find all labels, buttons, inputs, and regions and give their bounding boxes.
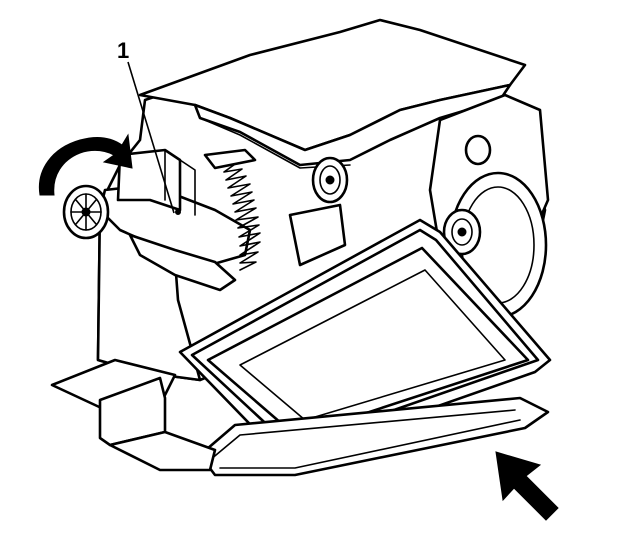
callout-leader-line bbox=[127, 61, 175, 214]
right-wheel-hub bbox=[442, 208, 482, 256]
rear-roller bbox=[464, 134, 492, 166]
actuator-arm bbox=[128, 233, 237, 292]
rotation-arrow-icon bbox=[38, 133, 133, 196]
filter-housing-bottom-lip bbox=[198, 396, 550, 477]
middle-link bbox=[288, 203, 347, 267]
filter-housing-lip-inner bbox=[209, 409, 521, 469]
center-pivot bbox=[311, 156, 349, 204]
actuator-bracket-face bbox=[164, 149, 196, 216]
mounting-bracket-foot bbox=[108, 430, 217, 472]
filter-door-panel bbox=[239, 269, 506, 421]
direction-arrow-icon bbox=[495, 451, 559, 521]
actuator-pin bbox=[175, 209, 181, 215]
left-roller bbox=[62, 184, 110, 240]
callout-label-1: 1 bbox=[117, 38, 129, 63]
spring-hook-bracket bbox=[203, 148, 257, 170]
actuator-door-plate bbox=[98, 183, 252, 267]
coil-spring bbox=[221, 161, 261, 271]
